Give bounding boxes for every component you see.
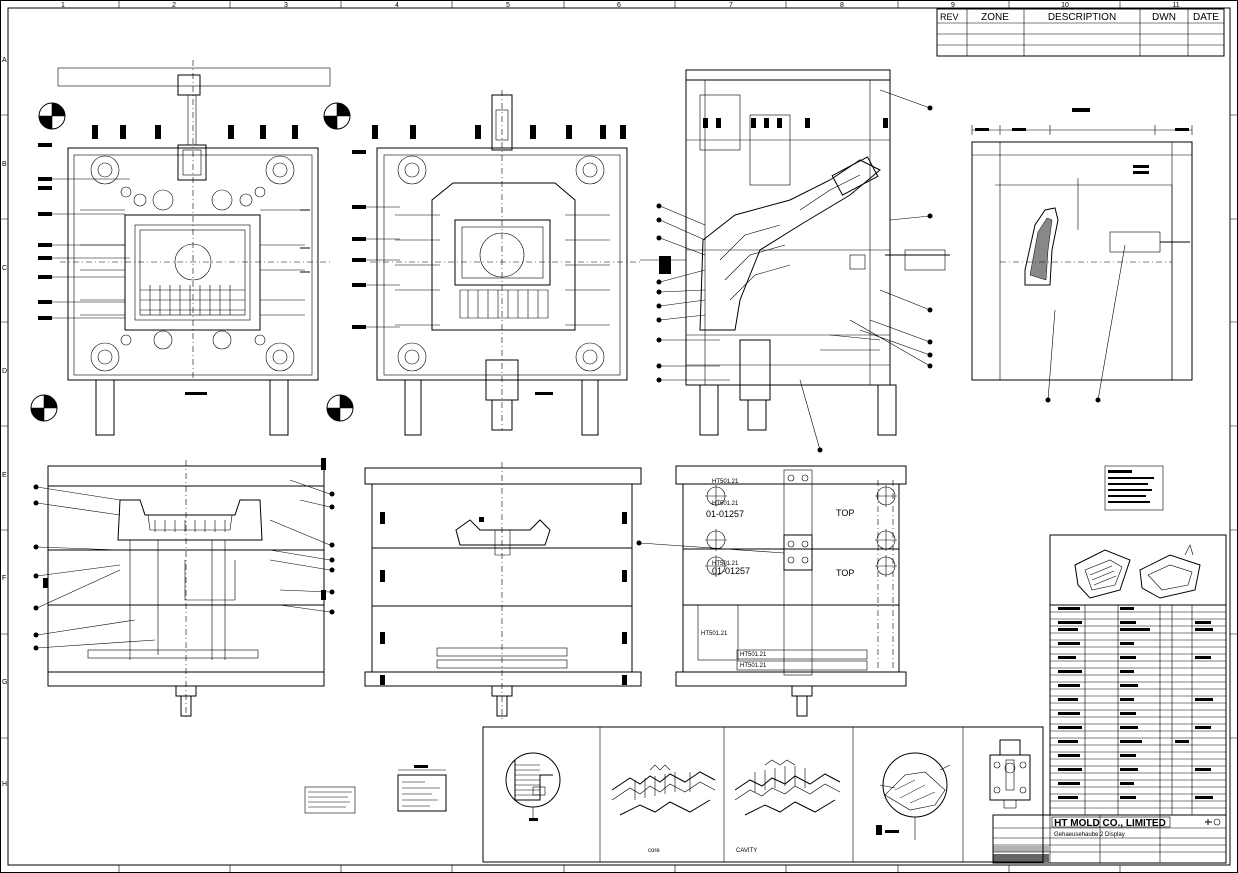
zone-col-5: 5 <box>506 2 510 9</box>
zone-col-10: 10 <box>1061 2 1069 9</box>
detail-circle-slider <box>876 752 951 840</box>
company-name: HT MOLD CO., LIMITED <box>1054 818 1166 829</box>
view-side-elevation-center <box>364 462 642 720</box>
detail-views-row <box>482 726 1044 863</box>
plate-stamp-a: HT501.21 <box>712 479 739 485</box>
zone-row-d: D <box>2 368 7 375</box>
part-number-2: 01-01257 <box>712 566 750 576</box>
plate-stamp-b: HT501.21 <box>712 501 739 507</box>
zone-row-h: H <box>2 781 7 788</box>
zone-header: ZONE <box>981 12 1009 23</box>
top-label-upper: TOP <box>836 508 854 518</box>
zone-col-1: 1 <box>61 2 65 9</box>
view-moving-half-plan <box>30 60 354 436</box>
project-name: Gehaeusehaube 2 Display <box>1054 832 1125 838</box>
nameplate-drawing <box>304 765 447 814</box>
rev-header: REV <box>940 12 959 22</box>
part-number-1: 01-01257 <box>706 509 744 519</box>
zone-row-c: C <box>2 265 7 272</box>
plate-stamp-e: HT501.21 <box>740 652 767 658</box>
detail-cavity-iso: CAVITY <box>734 759 841 854</box>
detail-core-iso: core <box>611 764 716 854</box>
zone-col-4: 4 <box>395 2 399 9</box>
title-block: HT MOLD CO., LIMITED Gehaeusehaube 2 Dis… <box>992 814 1227 864</box>
zone-row-b: B <box>2 161 7 168</box>
detail-ejector-assembly <box>989 739 1031 809</box>
zone-col-6: 6 <box>617 2 621 9</box>
top-label-lower: TOP <box>836 568 854 578</box>
zone-col-9: 9 <box>951 2 955 9</box>
view-fixed-half-plan <box>352 90 640 436</box>
notes-block <box>1104 465 1164 511</box>
zone-col-7: 7 <box>729 2 733 9</box>
view-part-section <box>971 108 1193 403</box>
zone-col-8: 8 <box>840 2 844 9</box>
plate-stamp-f: HT501.21 <box>740 663 767 669</box>
zone-row-a: A <box>2 57 7 64</box>
dwn-header: DWN <box>1152 12 1176 23</box>
date-header: DATE <box>1193 12 1219 23</box>
plate-stamp-c: HT501.21 <box>712 561 739 567</box>
view-side-elevation-right: HT501.21 HT501.21 01-01257 TOP HT501.21 … <box>636 465 907 717</box>
detail-gate-section <box>505 752 561 821</box>
zone-col-2: 2 <box>172 2 176 9</box>
row-zone-labels: A B C D E F G H <box>2 57 7 788</box>
column-zone-labels: 1 2 3 4 5 6 7 8 9 10 11 <box>61 2 1180 9</box>
description-header: DESCRIPTION <box>1048 12 1116 23</box>
iso-preview-frame <box>1049 534 1227 606</box>
plate-stamp-d: HT501.21 <box>701 631 728 637</box>
view-section-slide <box>640 69 950 453</box>
zone-row-e: E <box>2 472 7 479</box>
zone-row-f: F <box>2 575 6 582</box>
zone-col-11: 11 <box>1172 2 1179 9</box>
core-label: core <box>648 848 660 854</box>
zone-row-g: G <box>2 679 7 686</box>
view-side-section-left <box>33 458 335 720</box>
cavity-label: CAVITY <box>736 848 757 854</box>
zone-col-3: 3 <box>284 2 288 9</box>
revision-table: REV ZONE DESCRIPTION DWN DATE <box>936 8 1225 57</box>
bom-table <box>1049 604 1227 816</box>
